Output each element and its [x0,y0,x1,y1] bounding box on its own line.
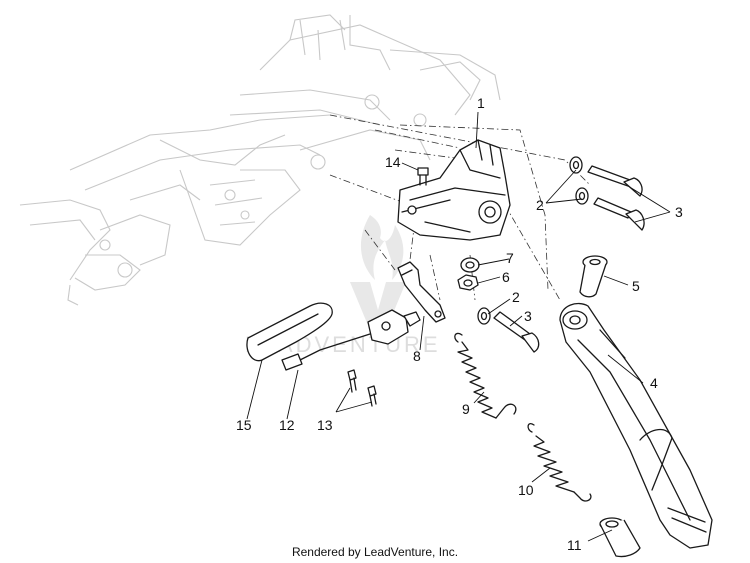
callout-3-upper: 3 [675,204,683,220]
callout-12: 12 [279,417,295,433]
callout-15: 15 [236,417,252,433]
nut-6 [457,274,479,291]
footer-credit: Rendered by LeadVenture, Inc. [291,545,459,559]
spring-9 [454,332,517,419]
callout-7: 7 [506,250,514,266]
callout-14: 14 [385,154,401,170]
callout-1: 1 [477,95,485,111]
bolt-3-lower [493,311,540,353]
side-stand-4 [559,302,713,549]
screws-13 [347,369,377,407]
callout-3-lower: 3 [524,308,532,324]
washers-upper [569,156,589,205]
callout-labels: 1 14 2 3 7 6 5 2 3 8 4 9 15 12 13 10 11 [236,95,683,553]
bushing-5 [579,255,608,298]
sleeve-11 [599,517,641,558]
callout-8: 8 [413,348,421,364]
callout-11: 11 [567,537,582,553]
bolt-14 [417,167,429,186]
leader-lines [246,111,671,542]
frame-background [19,14,501,306]
sensor-12 [281,309,421,371]
spring-10 [527,423,592,502]
washer-7 [460,257,480,273]
callout-13: 13 [317,417,333,433]
callout-4: 4 [650,375,658,391]
bracket-part [397,139,511,241]
callout-2-upper: 2 [536,197,544,213]
callout-2-lower: 2 [512,289,520,305]
callout-5: 5 [632,278,640,294]
callout-6: 6 [502,269,510,285]
callout-9: 9 [462,401,470,417]
bolts-upper [587,165,645,231]
sensor-bracket-8 [397,261,446,323]
washer-2-lower [477,307,491,325]
cable-sleeve-15 [246,302,333,362]
callout-10: 10 [518,482,534,498]
